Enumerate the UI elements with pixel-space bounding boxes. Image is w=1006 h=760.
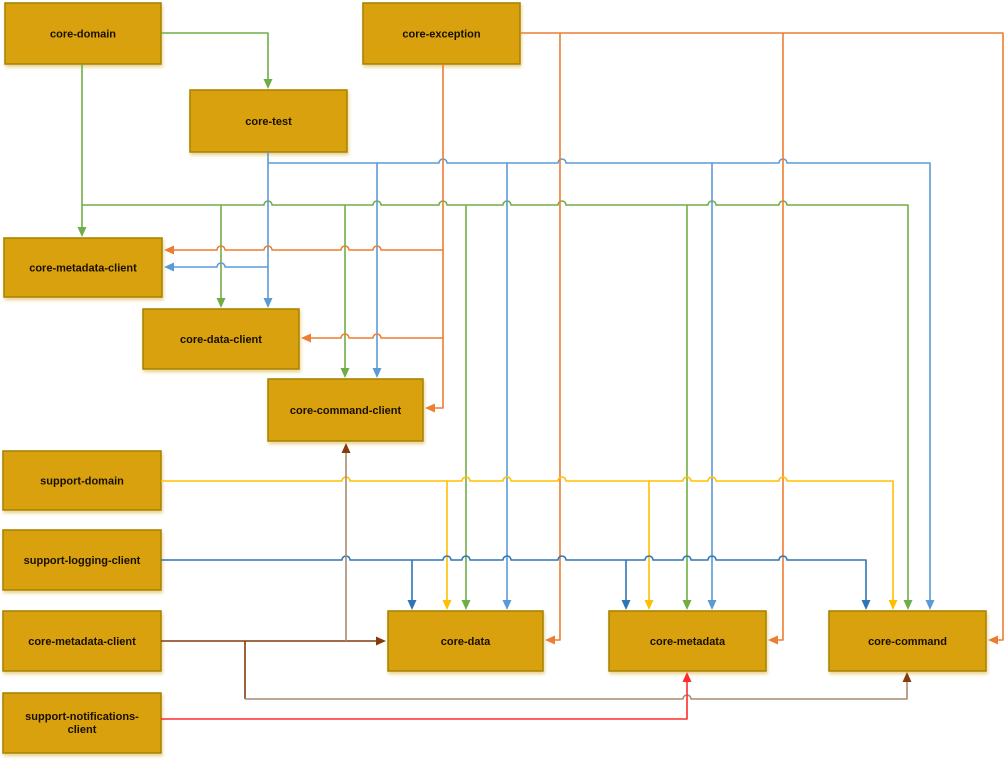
- edge-core-exception-to-core-data: [554, 33, 561, 641]
- edge-support-notifications-client-to-core-metadata: [161, 681, 688, 720]
- arrowhead-core-domain-to-core-command: [903, 600, 913, 610]
- arrowhead-support-logging-client-to-core-metadata: [621, 600, 631, 610]
- node-label: core-command: [868, 636, 947, 648]
- node-core-command-client: core-command-client: [267, 378, 424, 442]
- node-label: core-metadata-client: [28, 636, 136, 648]
- arrowhead-core-domain-to-core-command-client: [340, 368, 350, 378]
- edge-support-domain-to-core-command: [161, 476, 894, 601]
- node-box: [142, 308, 300, 370]
- edge-core-exception-to-core-data-client: [310, 333, 443, 339]
- node-box: [267, 378, 424, 442]
- node-box: [362, 2, 521, 65]
- node-label: support-notifications-client: [25, 711, 139, 736]
- arrowhead-core-test-to-core-data: [502, 600, 512, 610]
- node-support-logging-client: support-logging-client: [2, 529, 162, 591]
- arrowhead-support-logging-client-to-core-data: [407, 600, 417, 610]
- edges-layer: [77, 32, 1004, 720]
- node-box: [2, 610, 162, 672]
- arrowhead-core-domain-to-core-data: [461, 600, 471, 610]
- node-box: [2, 692, 162, 754]
- arrowhead-core-exception-to-core-metadata: [768, 635, 778, 645]
- node-label: core-exception: [402, 29, 481, 41]
- arrowhead-support-domain-to-core-command: [888, 600, 898, 610]
- arrowhead-core-test-to-core-command-client: [372, 368, 382, 378]
- node-label: core-data-client: [180, 334, 262, 346]
- arrowhead-core-domain-to-core-test: [263, 79, 273, 89]
- arrowhead-support-logging-client-to-core-command: [861, 600, 871, 610]
- arrowhead-core-test-to-core-metadata: [707, 600, 717, 610]
- arrowhead-core-test-to-core-command: [925, 600, 935, 610]
- arrowhead-core-metadata-client-lower-to-core-command: [902, 672, 912, 682]
- edge-core-exception-to-core-metadata-client: [173, 245, 443, 251]
- arrowhead-core-domain-to-core-metadata-client: [77, 227, 87, 237]
- node-support-notifications-client: support-notifications-client: [2, 692, 162, 754]
- node-core-data-client: core-data-client: [142, 308, 300, 370]
- arrowhead-support-domain-to-core-data: [442, 600, 452, 610]
- arrowhead-core-metadata-client-lower-to-core-data: [376, 636, 386, 646]
- node-label: support-logging-client: [24, 555, 141, 567]
- node-core-metadata: core-metadata: [608, 610, 767, 672]
- node-core-metadata-client-lower: core-metadata-client: [2, 610, 162, 672]
- edge-core-exception-to-core-command: [520, 32, 1004, 641]
- node-box: [3, 237, 163, 298]
- arrowhead-core-test-to-core-metadata-client: [164, 262, 174, 272]
- edge-core-domain-to-core-test: [161, 32, 269, 80]
- node-box: [2, 450, 162, 511]
- edge-core-test-to-core-metadata-client: [173, 262, 268, 268]
- node-box: [189, 89, 348, 153]
- arrowhead-core-exception-to-core-data: [545, 635, 555, 645]
- arrowhead-core-exception-to-core-metadata-client: [164, 245, 174, 255]
- arrowhead-core-domain-to-core-data-client: [216, 298, 226, 308]
- arrowhead-core-domain-to-core-metadata: [682, 600, 692, 610]
- node-core-metadata-client: core-metadata-client: [3, 237, 163, 298]
- edge-core-domain-to-core-command: [82, 200, 909, 601]
- node-box: [2, 529, 162, 591]
- arrowhead-core-exception-to-core-data-client: [301, 333, 311, 343]
- node-label: core-test: [245, 116, 292, 128]
- node-label: support-domain: [40, 476, 124, 488]
- node-label: core-metadata-client: [29, 263, 137, 275]
- node-label: core-command-client: [290, 405, 402, 417]
- node-box: [608, 610, 767, 672]
- node-box: [387, 610, 544, 672]
- arrowhead-core-metadata-client-lower-to-core-command-client: [341, 443, 351, 453]
- node-box: [828, 610, 987, 672]
- node-label: core-domain: [50, 29, 116, 41]
- edge-core-exception-to-core-command-client: [434, 64, 444, 409]
- node-box: [4, 2, 162, 65]
- node-support-domain: support-domain: [2, 450, 162, 511]
- node-label: core-data: [441, 636, 491, 648]
- edge-core-metadata-client-lower-to-core-command: [245, 681, 908, 700]
- node-core-exception: core-exception: [362, 2, 521, 65]
- nodes-layer: core-domain core-exception core-test core-m…: [2, 2, 987, 754]
- arrowhead-support-domain-to-core-metadata: [644, 600, 654, 610]
- node-core-test: core-test: [189, 89, 348, 153]
- node-core-command: core-command: [828, 610, 987, 672]
- arrowhead-core-test-to-core-data-client: [263, 298, 273, 308]
- arrowhead-core-exception-to-core-command: [988, 635, 998, 645]
- arrowhead-core-exception-to-core-command-client: [425, 403, 435, 413]
- edge-support-logging-client-to-core-command: [161, 555, 867, 601]
- edge-core-exception-to-core-metadata: [777, 33, 784, 641]
- node-label: core-metadata: [650, 636, 726, 648]
- arrowhead-support-notifications-client-to-core-metadata: [682, 672, 692, 682]
- node-core-data: core-data: [387, 610, 544, 672]
- node-core-domain: core-domain: [4, 2, 162, 65]
